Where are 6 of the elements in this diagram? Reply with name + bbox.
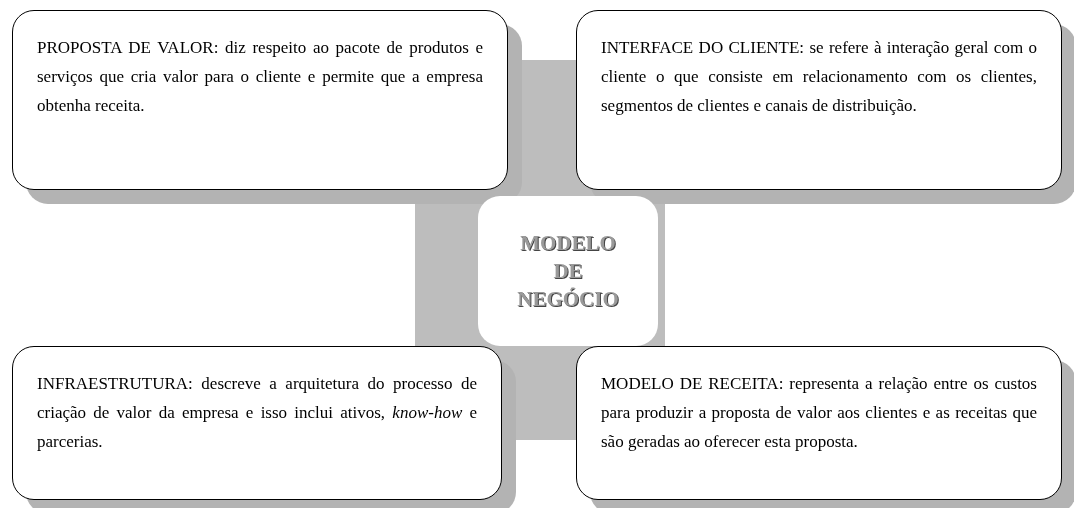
description-text: MODELO DE RECEITA: representa a relação entre os custos para produzir a proposta de valor aos clientes e as receitas que são geradas ao oferecer esta proposta. xyxy=(601,373,1037,453)
center-title: MODELO DE NEGÓCIO xyxy=(516,230,620,313)
description-text: INTERFACE DO CLIENTE: se refere à interação geral com o cliente o que consiste em relacionamento com os clientes, segmentos de clientes e canais de distribuição. xyxy=(601,37,1037,117)
description-text: INFRAESTRUTURA: descreve a arquitetura do processo de criação de valor da empresa e isso inclui ativos, know-how e parcerias. xyxy=(37,373,477,453)
description-text: PROPOSTA DE VALOR: diz respeito ao pacote de produtos e serviços que cria valor para o cliente e permite que a empresa obtenha receita. xyxy=(37,37,483,117)
center-box xyxy=(478,196,658,346)
